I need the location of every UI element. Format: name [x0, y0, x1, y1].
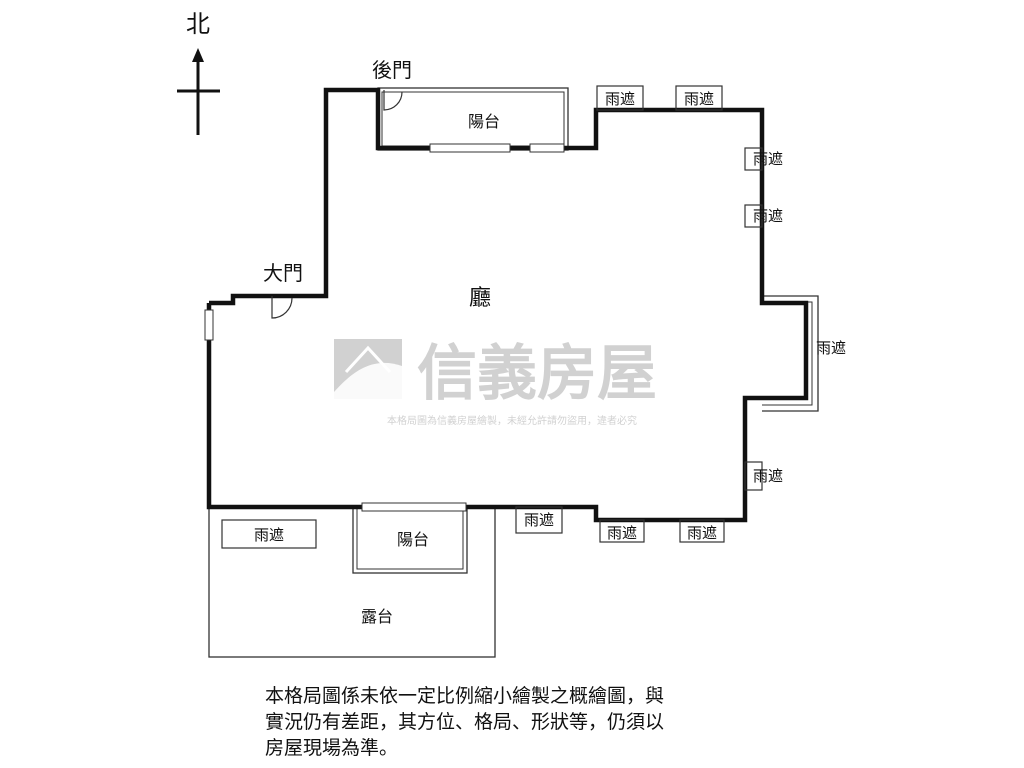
- canopy-boxes: [221, 85, 763, 549]
- terrace-outline: [208, 506, 496, 658]
- canopy-label: 雨遮: [684, 90, 714, 108]
- room-balcony-south-label: 陽台: [397, 530, 429, 549]
- canopy-label: 雨遮: [816, 339, 846, 357]
- room-terrace-label: 露台: [361, 607, 393, 626]
- canopy-label: 雨遮: [753, 150, 783, 168]
- brand-logo: [334, 339, 402, 399]
- back-door-label: 後門: [372, 58, 412, 82]
- disclaimer-line-3: 房屋現場為準。: [265, 737, 399, 759]
- north-arrow: [177, 48, 220, 135]
- north-label: 北: [186, 10, 210, 38]
- disclaimer-line-2: 實況仍有差距，其方位、格局、形狀等，仍須以: [265, 711, 665, 733]
- disclaimer-note: 本格局圖係未依一定比例縮小繪製之概繪圖，與 實況仍有差距，其方位、格局、形狀等，…: [265, 683, 765, 761]
- room-balcony-north-label: 陽台: [468, 112, 500, 131]
- canopy-label: 雨遮: [687, 524, 717, 542]
- watermark-notice: 本格局圖為信義房屋繪製，未經允許請勿盜用，違者必究: [387, 414, 637, 427]
- canopy-label: 雨遮: [605, 90, 635, 108]
- east-bay-canopy: [762, 295, 819, 412]
- room-living-label: 廳: [469, 286, 491, 311]
- main-door-label: 大門: [263, 261, 303, 285]
- main-door-swing: [271, 296, 293, 319]
- canopy-label: 雨遮: [254, 526, 284, 544]
- canopy-label: 雨遮: [753, 467, 783, 485]
- canopy-label: 雨遮: [524, 511, 554, 529]
- back-door-swing: [383, 90, 403, 111]
- watermark-brand: 信義房屋: [417, 339, 657, 409]
- canopy-label: 雨遮: [607, 524, 637, 542]
- window-openings: [204, 143, 565, 512]
- watermark: 信義房屋 本格局圖為信義房屋繪製，未經允許請勿盜用，違者必究: [334, 339, 657, 427]
- disclaimer-line-1: 本格局圖係未依一定比例縮小繪製之概繪圖，與: [265, 685, 665, 707]
- exterior-wall: [206, 87, 809, 523]
- canopy-label: 雨遮: [753, 207, 783, 225]
